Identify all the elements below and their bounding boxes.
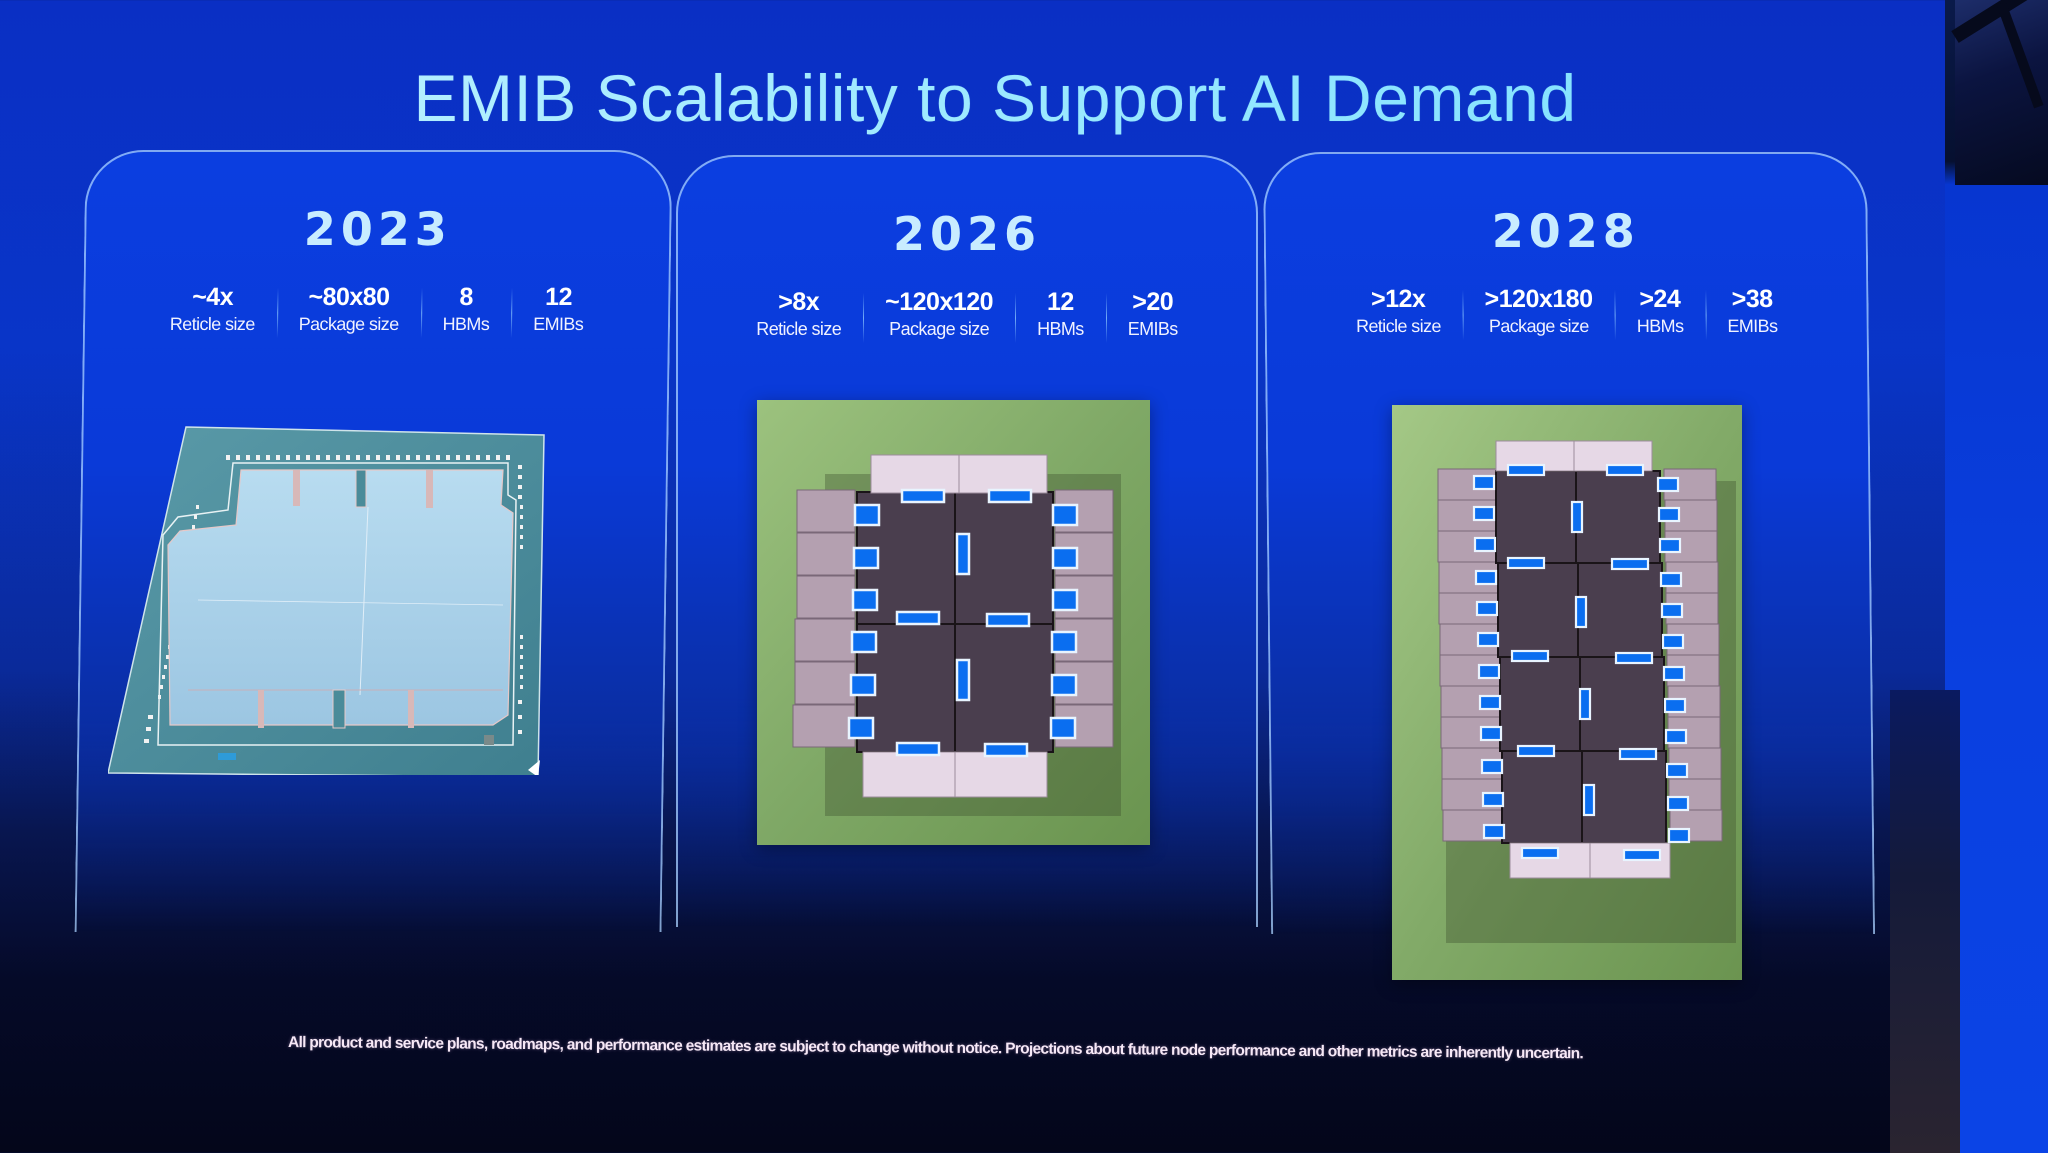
panel-year: 2026 xyxy=(892,207,1042,261)
stat-value: >38 xyxy=(1731,285,1773,313)
stats-row: >8x Reticle size ~120x120 Package size 1… xyxy=(678,287,1256,343)
stat-hbms: 12 HBMs xyxy=(1015,287,1106,343)
stat-emibs: >20 EMIBs xyxy=(1105,287,1200,343)
stat-label: Package size xyxy=(1488,316,1589,336)
stats-row: >12x Reticle size >120x180 Package size … xyxy=(1266,284,1867,338)
panel-year: 2023 xyxy=(303,202,453,256)
stat-value: >8x xyxy=(778,288,820,316)
truss-beam xyxy=(1996,1,2044,109)
stat-label: HBMs xyxy=(1636,316,1684,336)
stat-value: ~4x xyxy=(191,283,234,311)
stat-reticle-size: >12x Reticle size xyxy=(1334,284,1463,338)
stat-label: HBMs xyxy=(1037,319,1084,339)
stat-value: >120x180 xyxy=(1484,285,1593,313)
stage-backdrop-right xyxy=(1945,0,2048,1153)
ceiling-truss xyxy=(1951,0,2048,185)
stat-value: 12 xyxy=(1046,288,1074,316)
stat-package-size: ~120x120 Package size xyxy=(863,287,1015,343)
stat-value: 8 xyxy=(459,283,474,311)
stat-label: EMIBs xyxy=(533,314,584,334)
panel-year: 2028 xyxy=(1491,204,1641,258)
stat-label: EMIBs xyxy=(1727,316,1778,336)
stat-label: EMIBs xyxy=(1127,319,1179,339)
package-2026-image xyxy=(757,400,1150,845)
stat-value: ~120x120 xyxy=(885,288,994,316)
stat-label: Package size xyxy=(889,319,990,339)
chip-2023-illustration xyxy=(107,426,545,778)
stat-label: Reticle size xyxy=(169,314,255,334)
stat-package-size: ~80x80 Package size xyxy=(277,282,422,336)
screen-edge-shadow xyxy=(1890,690,1960,1153)
stat-label: Reticle size xyxy=(756,319,842,339)
legal-disclaimer: All product and service plans, roadmaps,… xyxy=(287,1034,1584,1063)
stat-hbms: 8 HBMs xyxy=(420,282,511,336)
stat-hbms: >24 HBMs xyxy=(1614,284,1705,338)
package-2023-image xyxy=(107,425,548,778)
stat-label: Reticle size xyxy=(1355,316,1441,336)
stat-value: >20 xyxy=(1132,288,1174,316)
stat-reticle-size: >8x Reticle size xyxy=(734,287,863,341)
stat-label: Package size xyxy=(298,314,399,334)
stats-row: ~4x Reticle size ~80x80 Package size 8 H… xyxy=(85,282,669,336)
package-2028-image xyxy=(1392,405,1742,980)
slide-title: EMIB Scalability to Support AI Demand xyxy=(0,60,1990,136)
stat-emibs: >38 EMIBs xyxy=(1705,284,1800,338)
stat-value: 12 xyxy=(544,283,573,311)
stat-emibs: 12 EMIBs xyxy=(511,282,606,336)
stat-value: ~80x80 xyxy=(308,283,390,311)
stat-label: HBMs xyxy=(442,314,490,334)
chip-2028-diagram xyxy=(1392,405,1742,980)
chip-2026-diagram xyxy=(757,400,1150,845)
stat-value: >12x xyxy=(1370,285,1426,313)
stat-reticle-size: ~4x Reticle size xyxy=(148,282,278,336)
stat-package-size: >120x180 Package size xyxy=(1462,284,1615,338)
stat-value: >24 xyxy=(1639,285,1681,313)
